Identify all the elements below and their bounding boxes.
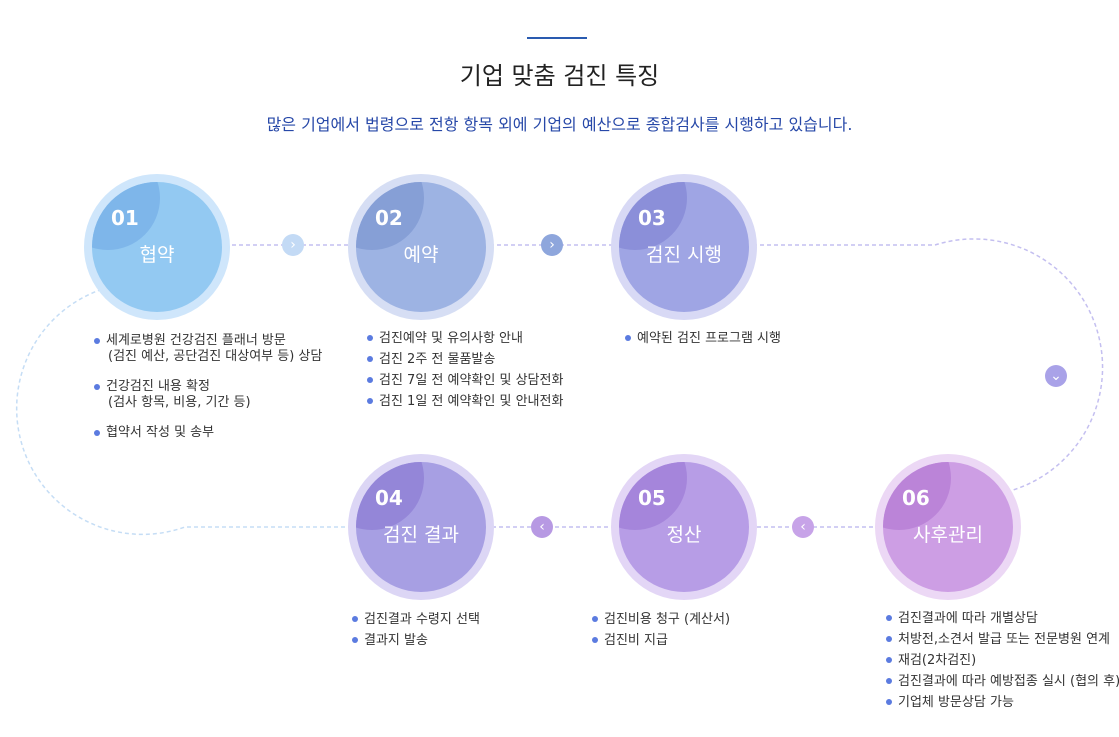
step-circle-03: 03 검진 시행 xyxy=(611,174,757,320)
chevron-left-icon: ‹ xyxy=(531,516,553,538)
list-item: 검진비 지급 xyxy=(592,630,730,651)
list-item: 예약된 검진 프로그램 시행 xyxy=(625,328,781,349)
step-01-details: 세계로병원 건강검진 플래너 방문(검진 예산, 공단검진 대상여부 등) 상담… xyxy=(94,333,322,455)
step-circle-02: 02 예약 xyxy=(348,174,494,320)
list-item: 처방전,소견서 발급 또는 전문병원 연계 xyxy=(886,629,1119,650)
step-name: 검진 시행 xyxy=(646,244,722,266)
step-05-details: 검진비용 청구 (계산서) 검진비 지급 xyxy=(592,609,730,651)
step-number: 02 xyxy=(375,206,403,230)
list-item: 검진 1일 전 예약확인 및 안내전화 xyxy=(367,391,563,412)
list-item: 재검(2차검진) xyxy=(886,650,1119,671)
list-item: 검진결과에 따라 개별상담 xyxy=(886,608,1119,629)
step-number: 04 xyxy=(375,486,403,510)
step-circle-01: 01 협약 xyxy=(84,174,230,320)
list-item: 기업체 방문상담 가능 xyxy=(886,692,1119,713)
chevron-down-icon: ⌄ xyxy=(1045,365,1067,387)
step-06-details: 검진결과에 따라 개별상담 처방전,소견서 발급 또는 전문병원 연계 재검(2… xyxy=(886,608,1119,713)
step-name: 검진 결과 xyxy=(383,524,459,546)
step-number: 05 xyxy=(638,486,666,510)
chevron-right-icon: › xyxy=(282,234,304,256)
step-number: 01 xyxy=(111,206,139,230)
list-item: 세계로병원 건강검진 플래너 방문(검진 예산, 공단검진 대상여부 등) 상담 xyxy=(94,333,322,365)
top-accent-line xyxy=(527,37,587,39)
list-item: 검진비용 청구 (계산서) xyxy=(592,609,730,630)
chevron-right-icon: › xyxy=(541,234,563,256)
list-item: 건강검진 내용 확정(검사 항목, 비용, 기간 등) xyxy=(94,379,322,411)
list-item: 검진 2주 전 물품발송 xyxy=(367,349,563,370)
page-title: 기업 맞춤 검진 특징 xyxy=(459,62,660,90)
list-item: 결과지 발송 xyxy=(352,630,480,651)
list-item: 협약서 작성 및 송부 xyxy=(94,425,322,441)
step-04-details: 검진결과 수령지 선택 결과지 발송 xyxy=(352,609,480,651)
step-name: 사후관리 xyxy=(913,524,983,546)
step-circle-06: 06 사후관리 xyxy=(875,454,1021,600)
chevron-left-icon: ‹ xyxy=(792,516,814,538)
page-subtitle: 많은 기업에서 법령으로 전항 항목 외에 기업의 예산으로 종합검사를 시행하… xyxy=(266,115,853,134)
list-item: 검진예약 및 유의사항 안내 xyxy=(367,328,563,349)
list-item: 검진 7일 전 예약확인 및 상담전화 xyxy=(367,370,563,391)
step-name: 협약 xyxy=(139,244,175,266)
step-circle-04: 04 검진 결과 xyxy=(348,454,494,600)
step-number: 03 xyxy=(638,206,666,230)
step-number: 06 xyxy=(902,486,930,510)
step-name: 정산 xyxy=(666,524,702,546)
list-item: 검진결과에 따라 예방접종 실시 (협의 후) xyxy=(886,671,1119,692)
step-03-details: 예약된 검진 프로그램 시행 xyxy=(625,328,781,349)
step-circle-05: 05 정산 xyxy=(611,454,757,600)
step-name: 예약 xyxy=(403,244,439,266)
step-02-details: 검진예약 및 유의사항 안내 검진 2주 전 물품발송 검진 7일 전 예약확인… xyxy=(367,328,563,412)
list-item: 검진결과 수령지 선택 xyxy=(352,609,480,630)
